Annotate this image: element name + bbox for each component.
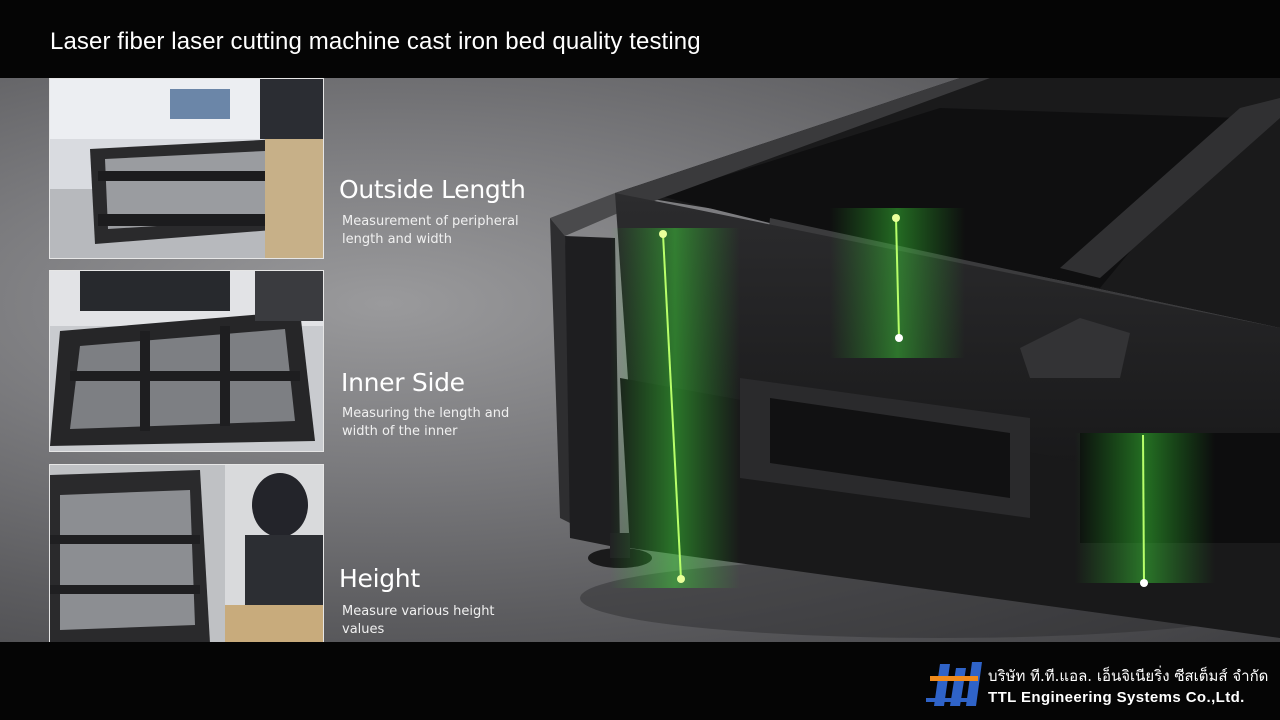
outside-length-description: Measurement of peripheral length and wid… [342,214,519,247]
inner-side-title: Inner Side [341,368,465,397]
height-title: Height [339,564,420,593]
outside-length-photo [49,78,324,259]
video-frame: Outside Length Measurement of peripheral… [0,78,1280,642]
company-logo-icon [926,662,982,706]
inner-side-photo [49,270,324,452]
footer-bar [0,642,1280,720]
outside-length-title: Outside Length [339,175,526,204]
company-name-thai: บริษัท ที.ที.แอล. เอ็นจิเนียริ่ง ซีสเต็ม… [988,667,1269,685]
title-bar: Laser fiber laser cutting machine cast i… [0,0,1280,78]
machine-bed-illustration [550,78,1280,638]
inner-side-description: Measuring the length and width of the in… [342,406,510,439]
company-name-english: TTL Engineering Systems Co.,Ltd. [988,689,1245,706]
video-title: Laser fiber laser cutting machine cast i… [50,28,701,55]
height-description: Measure various height values [342,604,495,637]
height-photo [49,464,324,642]
